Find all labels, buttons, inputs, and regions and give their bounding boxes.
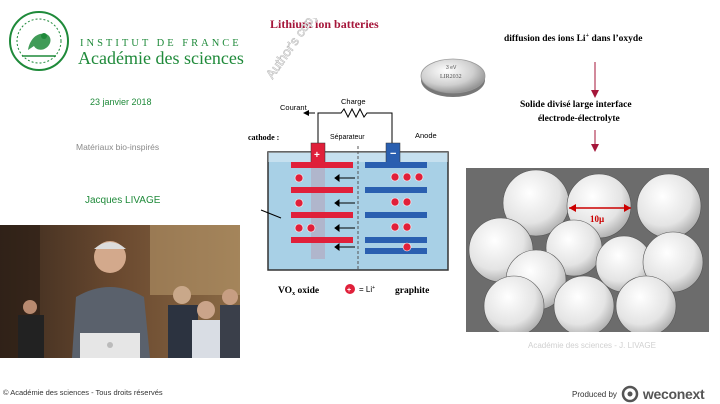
slide-title: Lithium ion batteries <box>270 17 379 31</box>
producer-brand[interactable]: weconext <box>642 386 705 402</box>
svg-text:VOx oxide: VOx oxide <box>278 286 319 297</box>
svg-text:= Li+: = Li+ <box>359 285 375 294</box>
academie-logo-icon <box>9 11 69 71</box>
diffusion-text: diffusion des ions Li+ dans l’oxyde <box>504 33 642 44</box>
speaker-name: Jacques LIVAGE <box>85 195 161 206</box>
coin-model: LIR2032 <box>440 74 462 80</box>
vox-sub: x <box>292 291 295 297</box>
weconext-logo-icon <box>621 385 639 403</box>
vox-label: VO <box>278 286 292 296</box>
diffusion-tail: dans l’oxyde <box>589 34 643 45</box>
svg-text:−: − <box>390 148 396 160</box>
copyright-notice: © Académie des sciences - Tous droits ré… <box>3 388 163 397</box>
vox-tail: oxide <box>295 286 319 296</box>
charge-label: Charge <box>341 97 366 106</box>
coin-voltage: 3 eV <box>446 65 457 71</box>
institution-name: INSTITUT DE FRANCE <box>80 38 242 49</box>
solid-line-2: électrode-électrolyte <box>537 114 620 124</box>
cathode-label: cathode : <box>248 133 279 142</box>
diffusion-sup: + <box>585 33 590 39</box>
event-topic: Matériaux bio-inspirés <box>76 142 160 152</box>
separateur-label: Séparateur <box>330 134 365 141</box>
event-date: 23 janvier 2018 <box>90 97 152 107</box>
solid-line-1: Solide divisé large interface <box>520 100 632 110</box>
scale-label: 10µ <box>590 214 605 224</box>
diffusion-main: diffusion des ions Li <box>504 34 586 45</box>
graphite-label: graphite <box>395 286 429 296</box>
author-copyright-watermark: Author's copyright © <box>262 18 342 82</box>
academy-name: Académie des sciences <box>78 48 244 68</box>
down-arrows <box>591 62 599 152</box>
courant-label: Courant <box>280 103 308 112</box>
image-caption: Académie des sciences - J. LIVAGE <box>528 341 656 350</box>
li-legend: = Li <box>359 285 372 294</box>
battery-diagram: Courant Charge Séparateur cathode : Anod… <box>248 97 449 297</box>
coin-battery-image: 3 eV LIR2032 <box>420 58 486 97</box>
svg-text:+: + <box>314 150 320 161</box>
speaker-video[interactable] <box>0 225 240 358</box>
solid-interface-text: Solide divisé large interface électrode-… <box>520 98 632 126</box>
producer-credit: Produced by weconext <box>572 385 705 403</box>
svg-text:+: + <box>347 287 351 294</box>
sphere-micrograph: 10µ <box>466 168 709 332</box>
li-legend-sup: + <box>372 285 375 291</box>
produced-by-label: Produced by <box>572 389 617 399</box>
anode-label: Anode <box>415 131 437 140</box>
